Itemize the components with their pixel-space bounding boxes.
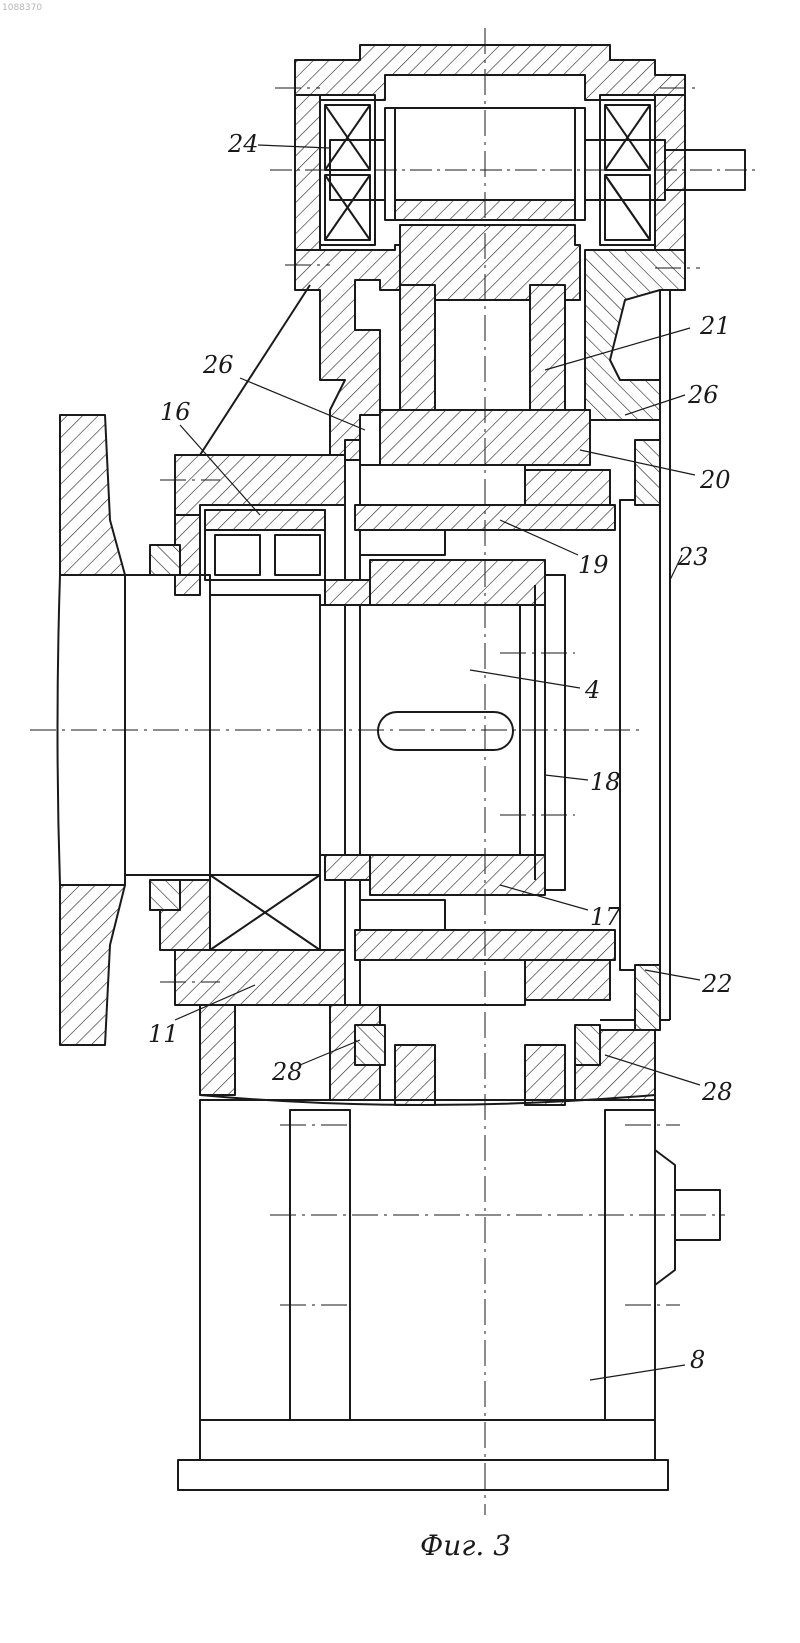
label-8: 8 — [690, 1346, 705, 1374]
label-11: 11 — [148, 1020, 179, 1048]
planet-carrier — [345, 440, 615, 1040]
motor-8 — [178, 1095, 720, 1490]
label-21: 21 — [699, 312, 731, 340]
label-20: 20 — [699, 466, 731, 494]
document-id: 1088370 — [2, 3, 42, 13]
label-4: 4 — [584, 676, 600, 704]
label-24: 24 — [227, 130, 259, 158]
label-19: 19 — [578, 551, 609, 579]
label-17: 17 — [590, 903, 621, 931]
label-18: 18 — [590, 768, 621, 796]
top-right-bearing — [600, 100, 655, 245]
label-26-right: 26 — [687, 381, 719, 409]
top-left-bearing — [320, 100, 375, 245]
label-28-right: 28 — [701, 1078, 733, 1106]
label-16: 16 — [160, 398, 191, 426]
label-22: 22 — [701, 970, 733, 998]
label-26-left: 26 — [202, 351, 234, 379]
label-28-left: 28 — [271, 1058, 303, 1086]
leader-lines — [175, 145, 700, 1380]
lower-housing — [200, 1005, 655, 1105]
label-23: 23 — [677, 543, 709, 571]
figure-caption: Фиг. 3 — [420, 1529, 511, 1562]
